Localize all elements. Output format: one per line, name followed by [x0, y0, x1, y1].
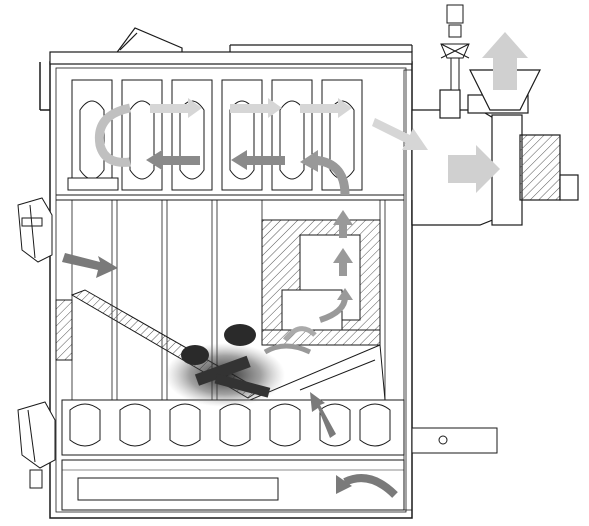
- ash-pan: [61, 459, 405, 511]
- arrow-curved-left-icon: [336, 474, 398, 498]
- arrow-right-icon: [150, 98, 352, 118]
- arrow-curved-up-icon: [263, 326, 317, 355]
- upper-heat-exchanger: [56, 79, 404, 201]
- arrow-up-icon: [482, 32, 528, 90]
- arrow-right-down-icon: [62, 253, 118, 278]
- arrow-right-down-icon: [310, 392, 336, 438]
- arrow-curved-down-icon: [94, 103, 132, 167]
- arrow-right-down-icon: [372, 118, 428, 150]
- top-cover: [49, 27, 413, 65]
- arrow-curved-up-icon: [319, 288, 353, 323]
- left-insulation: [55, 177, 119, 361]
- safety-valve: [440, 4, 470, 91]
- door-handle-lower: [17, 401, 56, 489]
- arrow-curved-up-icon: [300, 150, 350, 196]
- door-handle-upper: [17, 197, 53, 263]
- arrow-up-icon: [333, 248, 353, 276]
- return-pipe: [411, 427, 498, 454]
- arrow-left-icon: [146, 150, 285, 170]
- combustion-block: [261, 219, 381, 346]
- arrow-right-icon: [448, 145, 500, 193]
- arrow-up-icon: [333, 210, 353, 238]
- lower-heat-exchanger: [61, 399, 405, 456]
- flue-assembly: [411, 69, 579, 226]
- burner-fire: [165, 324, 285, 407]
